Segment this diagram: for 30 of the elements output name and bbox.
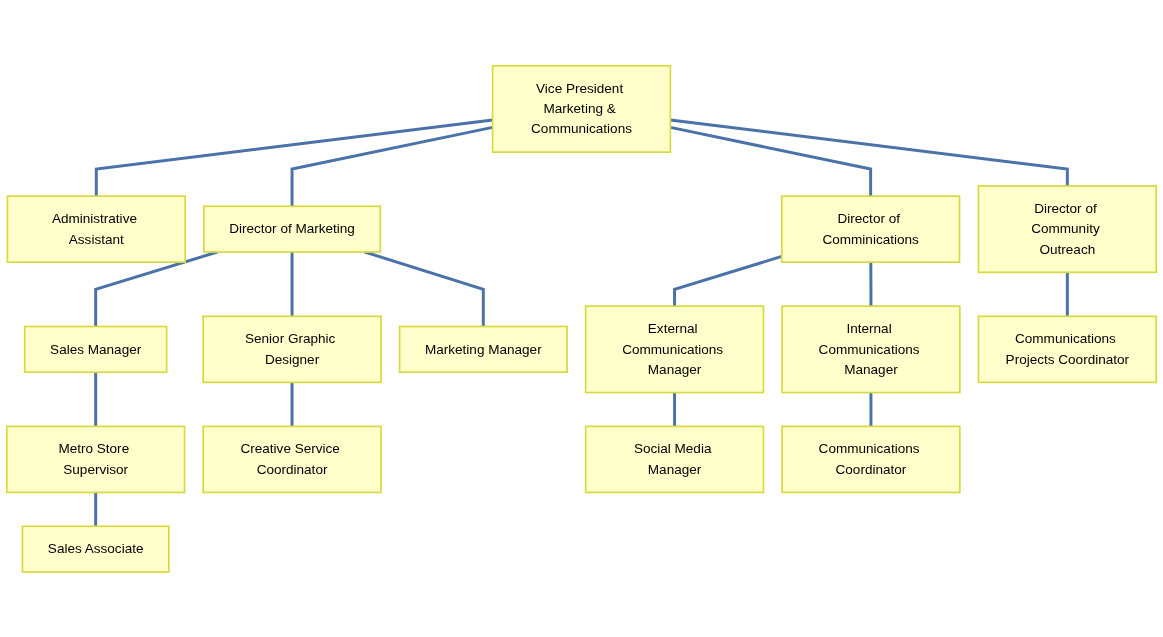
connector (290, 125, 493, 206)
node-box: Social Media Manager (584, 425, 765, 493)
connector (290, 251, 294, 316)
connector (670, 118, 1069, 186)
connector (94, 118, 493, 196)
connector (673, 392, 677, 426)
node-box: Marketing Manager (398, 325, 568, 373)
node-box: Vice President Marketing & Communications (491, 64, 672, 153)
node-box: Sales Manager (23, 325, 168, 373)
node-box: Internal Communications Manager (781, 304, 961, 393)
connector (94, 371, 98, 426)
node-box: Director of Community Outreach (977, 184, 1158, 273)
connector (869, 261, 873, 306)
connector (94, 492, 98, 526)
node-box: Director of Marketing (202, 205, 382, 253)
connector (364, 250, 485, 327)
node-box: Director of Comminications (780, 194, 961, 263)
connector (94, 250, 218, 327)
node-box: Senior Graphic Designer (202, 315, 382, 383)
node-box: Administrative Assistant (6, 194, 187, 263)
connector (290, 382, 294, 426)
node-box: Communications Projects Coordinator (977, 315, 1158, 383)
connector (869, 392, 873, 426)
node-box: Creative Service Coordinator (202, 425, 382, 493)
node-box: Sales Associate (21, 525, 170, 573)
connector (670, 125, 873, 196)
node-box: Metro Store Supervisor (5, 425, 186, 493)
connector (1065, 271, 1069, 316)
node-box: External Communications Manager (584, 304, 765, 393)
node-box: Communications Coordinator (781, 425, 961, 493)
